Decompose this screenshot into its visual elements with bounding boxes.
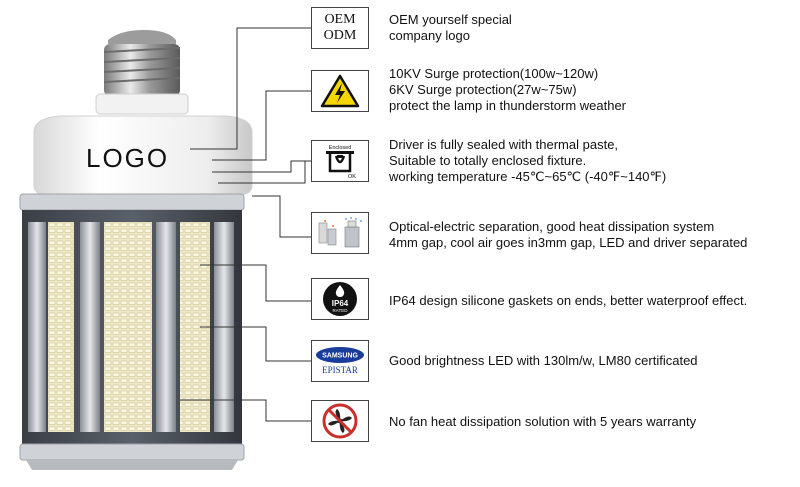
oem-odm-badge: OEM ODM [311, 7, 369, 49]
feature-line: No fan heat dissipation solution with 5 … [389, 414, 697, 429]
feature-line: protect the lamp in thunderstorm weather [389, 98, 627, 113]
odm-label: ODM [323, 28, 357, 43]
feature-line: working temperature -45℃~65℃ (-40℉~140℉) [389, 169, 667, 184]
feature-oem-text: OEM yourself special company logo [389, 12, 512, 44]
feature-line: IP64 design silicone gaskets on ends, be… [389, 293, 748, 308]
feature-line: 4mm gap, cool air goes in3mm gap, LED an… [389, 235, 748, 250]
feature-line: Suitable to totally enclosed fixture. [389, 153, 587, 168]
feature-surge-text: 10KV Surge protection(100w~120w) 6KV Sur… [389, 66, 626, 114]
samsung-label: SAMSUNG [322, 353, 358, 360]
feature-separation-text: Optical-electric separation, good heat d… [389, 219, 747, 251]
feature-line: 10KV Surge protection(100w~120w) [389, 66, 599, 81]
feature-driver-text: Driver is fully sealed with thermal past… [389, 137, 666, 185]
feature-line: OEM yourself special [389, 12, 512, 27]
feature-line: 6KV Surge protection(27w~75w) [389, 82, 577, 97]
feature-line: Optical-electric separation, good heat d… [389, 219, 715, 234]
ok-label: OK [348, 174, 356, 180]
corn-lamp-image [19, 30, 253, 470]
ip64-rated-icon: IP64 RATED [323, 282, 357, 316]
epistar-label: EPISTAR [322, 365, 358, 375]
feature-led-text: Good brightness LED with 130lm/w, LM80 c… [389, 353, 698, 369]
nofan-icon-box [311, 400, 369, 442]
feature-ip64-text: IP64 design silicone gaskets on ends, be… [389, 293, 747, 309]
surge-icon-box [311, 70, 369, 112]
lamp-separation-icon [318, 217, 362, 248]
feature-line: company logo [389, 28, 470, 43]
no-fan-icon [322, 403, 358, 439]
feature-line: Driver is fully sealed with thermal past… [389, 137, 619, 152]
samsung-epistar-logo: SAMSUNG EPISTAR [316, 347, 364, 375]
warning-lightning-icon [320, 74, 360, 108]
enclosed-fixture-icon: Enclosed OK [326, 145, 356, 180]
oem-label: OEM [324, 12, 356, 27]
enclosed-icon-box: Enclosed OK [311, 140, 369, 182]
led-icon-box: SAMSUNG EPISTAR [311, 340, 369, 382]
feature-nofan-text: No fan heat dissipation solution with 5 … [389, 414, 696, 430]
separation-icon-box [311, 212, 369, 254]
enclosed-label: Enclosed [329, 145, 352, 151]
lamp-logo-text: LOGO [86, 143, 170, 173]
ip64-icon-box: IP64 RATED [311, 278, 369, 320]
rated-label: RATED [333, 308, 349, 313]
ip64-label: IP64 [332, 299, 349, 308]
feature-line: Good brightness LED with 130lm/w, LM80 c… [389, 353, 698, 368]
